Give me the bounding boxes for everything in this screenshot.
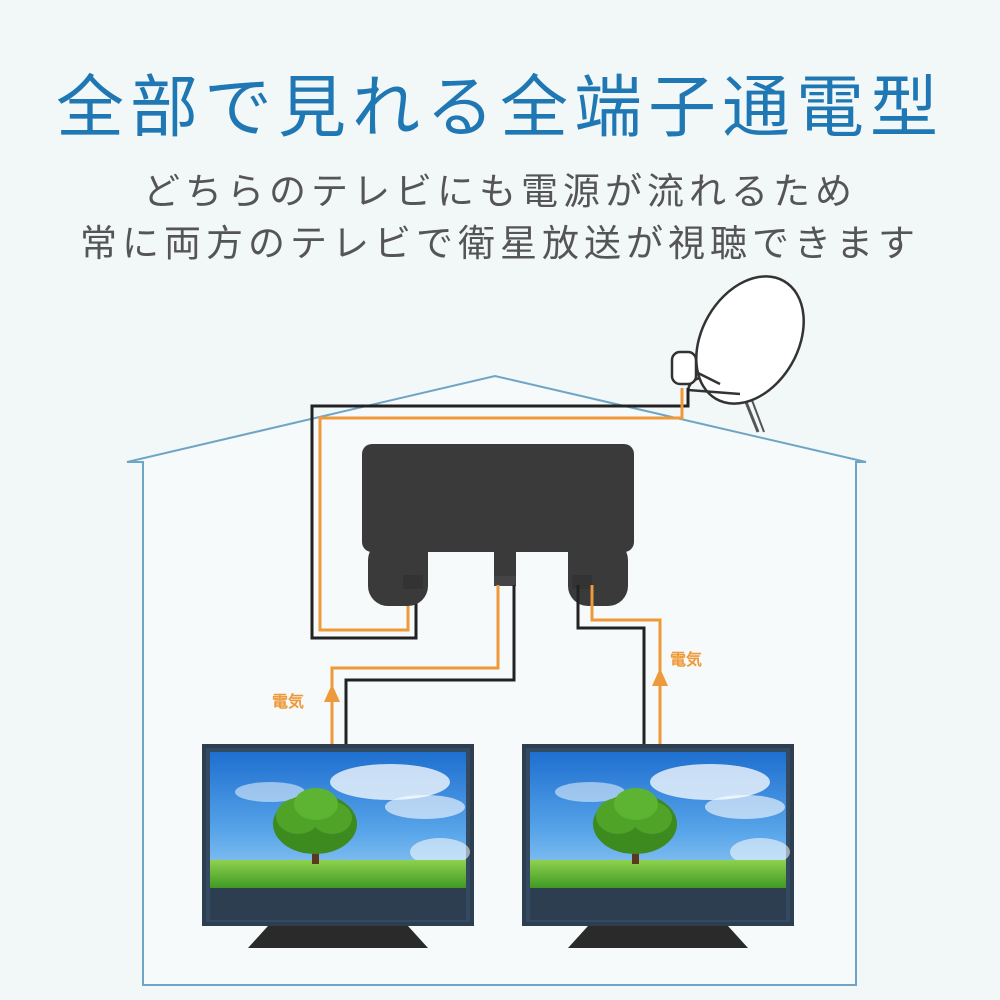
power-arrow-left (324, 684, 340, 702)
power-line-right-tv (590, 585, 662, 680)
satellite-dish-icon (670, 275, 805, 433)
power-arrow-right (652, 668, 668, 686)
description-line-1: どちらのテレビにも電源が流れるため (143, 170, 857, 213)
description: どちらのテレビにも電源が流れるため 常に両方のテレビで衛星放送が視聴できます (0, 166, 1000, 270)
tv-icon (202, 744, 474, 948)
cable-left-tv (344, 585, 516, 744)
antenna-cable (310, 388, 690, 640)
power-label-right: 電気 (670, 650, 702, 669)
page-title: 全部で見れる全端子通電型 (55, 69, 944, 148)
power-label-left: 電気 (272, 692, 304, 711)
tv-icon (522, 744, 794, 948)
splitter-device (362, 444, 634, 606)
description-line-2: 常に両方のテレビで衛星放送が視聴できます (80, 222, 920, 265)
cable-right-tv (576, 585, 646, 744)
antenna-power-line (318, 388, 684, 632)
